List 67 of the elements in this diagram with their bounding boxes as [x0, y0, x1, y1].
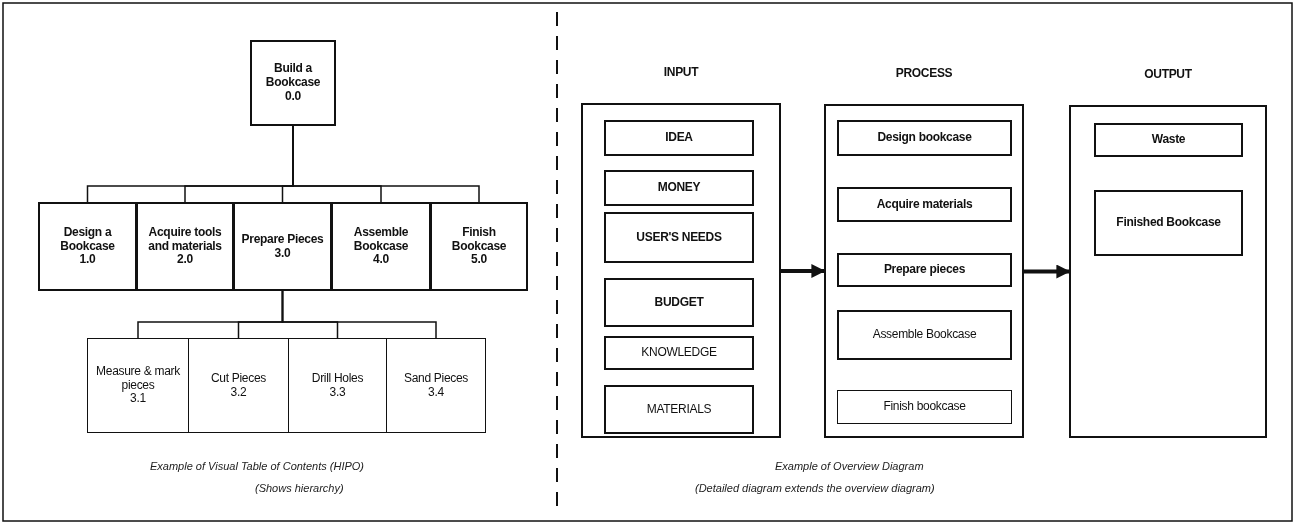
- column-heading: PROCESS: [894, 66, 954, 80]
- box-title: MONEY: [657, 181, 701, 195]
- process-box: [430, 202, 528, 291]
- process-box: [604, 336, 754, 370]
- box-number: 5.0: [471, 253, 487, 268]
- box-title: Build a Bookcase: [264, 62, 322, 90]
- process-box: [1094, 190, 1243, 256]
- column-heading: INPUT: [662, 65, 700, 79]
- process-box: [837, 120, 1012, 156]
- process-box: [1094, 123, 1243, 157]
- process-box: [837, 390, 1012, 424]
- process-box: [837, 310, 1012, 360]
- box-number: 0.0: [285, 89, 301, 104]
- caption: (Shows hierarchy): [255, 482, 344, 494]
- box-title: Assemble Bookcase: [872, 328, 977, 342]
- process-box: [837, 253, 1012, 287]
- column-heading: OUTPUT: [1143, 67, 1193, 81]
- box-number: 3.0: [274, 246, 291, 261]
- box-number: 3.2: [230, 385, 247, 400]
- process-box: [604, 278, 754, 327]
- box-title: MATERIALS: [646, 402, 712, 417]
- process-box: [87, 338, 189, 433]
- box-title: USER'S NEEDS: [636, 230, 722, 245]
- box-number: 3.3: [329, 385, 346, 400]
- box-title: Prepare Pieces: [241, 232, 324, 247]
- box-number: 1.0: [79, 253, 96, 268]
- box-title: Waste: [1151, 133, 1186, 147]
- process-box: [250, 40, 336, 126]
- box-title: Prepare pieces: [883, 263, 966, 277]
- process-box: [604, 385, 754, 434]
- box-title: Finish bookcase: [883, 400, 966, 414]
- box-title: Design bookcase: [877, 131, 972, 145]
- caption: Example of Visual Table of Contents (HIPO): [150, 460, 364, 472]
- process-box: [604, 170, 754, 206]
- box-title: Sand Pieces: [403, 371, 469, 386]
- process-box: [233, 202, 332, 291]
- box-number: 3.1: [130, 392, 146, 407]
- box-title: BUDGET: [654, 295, 704, 310]
- connector-line: [292, 125, 480, 203]
- process-box: [288, 338, 387, 433]
- box-title: KNOWLEDGE: [641, 346, 717, 360]
- process-box: [386, 338, 486, 433]
- caption: (Detailed diagram extends the overview diagram): [695, 482, 935, 494]
- caption: Example of Overview Diagram: [775, 460, 924, 472]
- process-box: [188, 338, 289, 433]
- process-box: [331, 202, 431, 291]
- box-title: Cut Pieces: [211, 371, 266, 386]
- box-title: Assemble Bookcase: [352, 225, 410, 254]
- process-box: [604, 120, 754, 156]
- box-title: Acquire materials: [876, 197, 973, 212]
- box-title: IDEA: [665, 131, 693, 145]
- box-number: 4.0: [373, 253, 389, 268]
- box-title: Design a Bookcase: [59, 225, 116, 254]
- process-box: [837, 187, 1012, 222]
- box-number: 2.0: [177, 253, 193, 268]
- process-box: [38, 202, 137, 291]
- box-title: Finish Bookcase: [450, 225, 508, 254]
- connector-line: [281, 290, 437, 339]
- process-box: [604, 212, 754, 263]
- box-title: Finished Bookcase: [1116, 216, 1221, 230]
- box-title: Acquire tools and materials: [147, 225, 223, 254]
- process-box: [136, 202, 234, 291]
- arrow: [781, 264, 826, 278]
- arrow: [1024, 264, 1071, 279]
- box-number: 3.4: [428, 385, 444, 400]
- box-title: Drill Holes: [311, 371, 364, 386]
- box-title: Measure & mark pieces: [95, 364, 181, 393]
